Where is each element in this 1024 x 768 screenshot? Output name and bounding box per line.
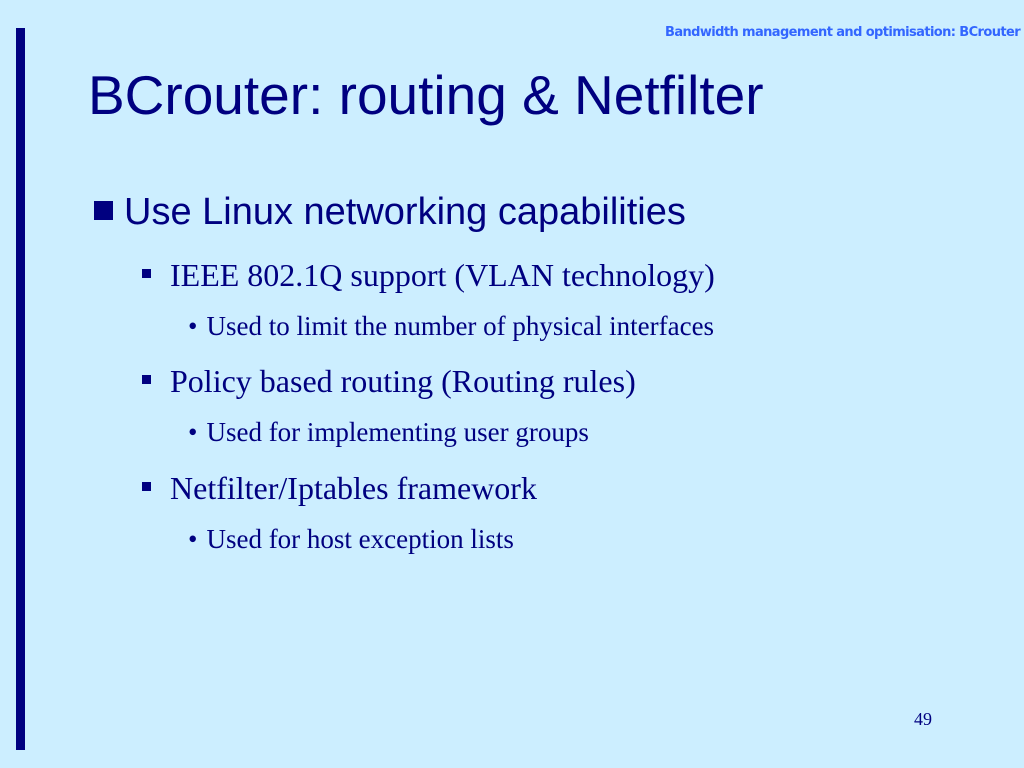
slide-title: BCrouter: routing & Netfilter: [88, 64, 764, 126]
dot-bullet-icon: •: [188, 311, 198, 341]
bullet-level1: Use Linux networking capabilities: [88, 193, 686, 231]
bullet-level2-vlan: IEEE 802.1Q support (VLAN technology): [142, 259, 715, 291]
bullet-level2-text: IEEE 802.1Q support (VLAN technology): [170, 257, 715, 293]
bullet-level2-netfilter: Netfilter/Iptables framework: [142, 472, 537, 504]
dot-bullet-icon: •: [188, 524, 198, 554]
bullet-level3-text: Used for host exception lists: [206, 524, 514, 554]
running-header: Bandwidth management and optimisation: B…: [665, 25, 1021, 40]
bullet-level3-text: Used to limit the number of physical int…: [206, 311, 715, 341]
dot-bullet-icon: •: [188, 417, 198, 447]
page-number: 49: [914, 709, 932, 729]
bullet-level2-text: Policy based routing (Routing rules): [170, 363, 636, 399]
bullet-level3-text: Used for implementing user groups: [206, 417, 589, 447]
bullet-level2-text: Netfilter/Iptables framework: [170, 470, 537, 506]
left-accent-bar: [16, 28, 25, 750]
bullet-level1-text: Use Linux networking capabilities: [124, 191, 686, 233]
bullet-level3-netfilter: • Used for host exception lists: [188, 526, 514, 553]
small-square-bullet-icon: [142, 268, 151, 278]
bullet-level3-policy-routing: • Used for implementing user groups: [188, 419, 589, 446]
square-bullet-icon: [94, 200, 113, 220]
small-square-bullet-icon: [142, 374, 151, 384]
bullet-level2-policy-routing: Policy based routing (Routing rules): [142, 365, 636, 397]
small-square-bullet-icon: [142, 481, 151, 491]
bullet-level3-vlan: • Used to limit the number of physical in…: [188, 313, 714, 340]
